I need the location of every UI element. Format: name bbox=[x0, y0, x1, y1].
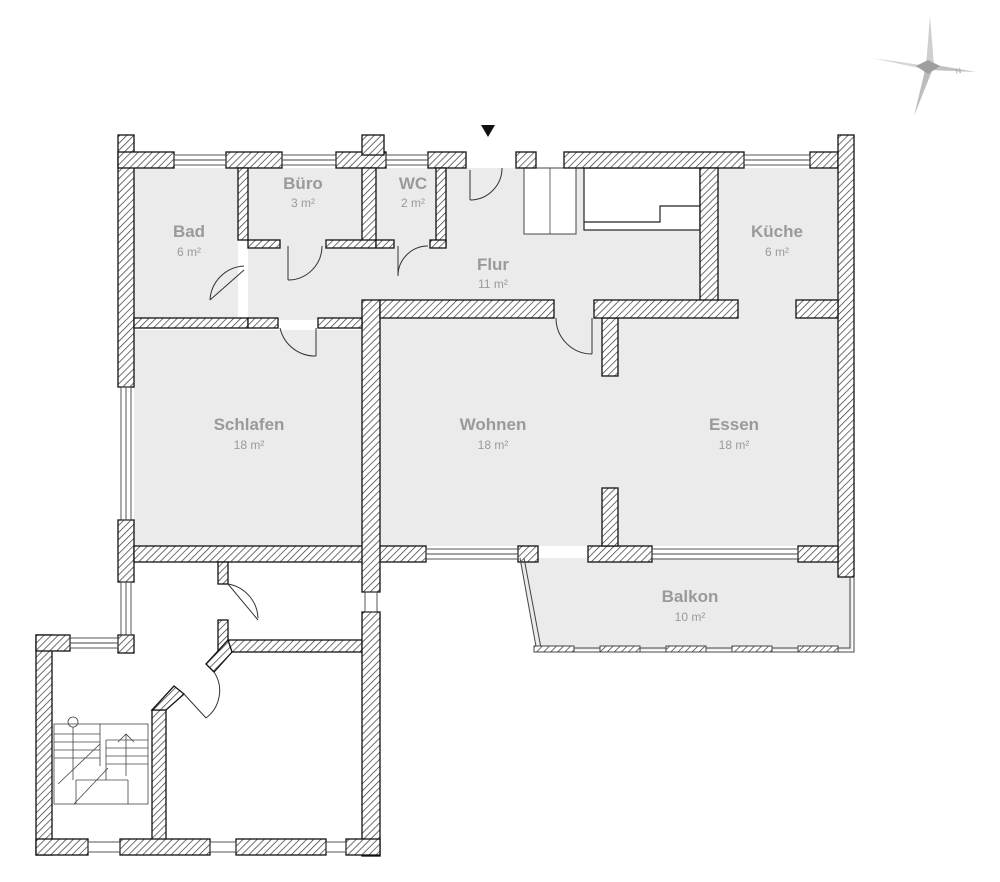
room-name-kueche: Küche bbox=[751, 222, 803, 241]
room-area-bad: 6 m² bbox=[177, 245, 201, 259]
floor-buero bbox=[248, 168, 363, 246]
room-area-balkon: 10 m² bbox=[675, 610, 706, 624]
room-area-schlafen: 18 m² bbox=[234, 438, 265, 452]
floor-bad bbox=[134, 168, 238, 320]
compass-rose-icon: N bbox=[872, 16, 976, 116]
floor-schlafen bbox=[134, 330, 362, 546]
room-name-wohnen: Wohnen bbox=[460, 415, 527, 434]
windows bbox=[69, 154, 811, 853]
room-name-buero: Büro bbox=[283, 174, 323, 193]
staircase bbox=[53, 716, 149, 805]
room-name-wc: WC bbox=[399, 174, 427, 193]
floor-wc bbox=[376, 168, 436, 246]
room-area-buero: 3 m² bbox=[291, 196, 315, 210]
room-name-bad: Bad bbox=[173, 222, 205, 241]
room-name-essen: Essen bbox=[709, 415, 759, 434]
balcony-railing bbox=[519, 557, 855, 653]
room-area-flur: 11 m² bbox=[478, 277, 508, 291]
room-labels: Bad 6 m² Büro 3 m² WC 2 m² Flur 11 m² Kü… bbox=[173, 174, 803, 624]
compass-north-letter: N bbox=[955, 66, 963, 76]
floor-kueche bbox=[718, 168, 838, 303]
room-area-wc: 2 m² bbox=[401, 196, 425, 210]
room-name-balkon: Balkon bbox=[662, 587, 719, 606]
entrance-triangle-icon bbox=[481, 125, 495, 137]
doors bbox=[183, 167, 593, 719]
room-name-schlafen: Schlafen bbox=[214, 415, 285, 434]
floor-balkon bbox=[520, 558, 852, 650]
room-area-wohnen: 18 m² bbox=[478, 438, 509, 452]
room-area-kueche: 6 m² bbox=[765, 245, 789, 259]
room-area-essen: 18 m² bbox=[719, 438, 750, 452]
interior-stair-block bbox=[523, 167, 701, 235]
room-name-flur: Flur bbox=[477, 255, 509, 274]
